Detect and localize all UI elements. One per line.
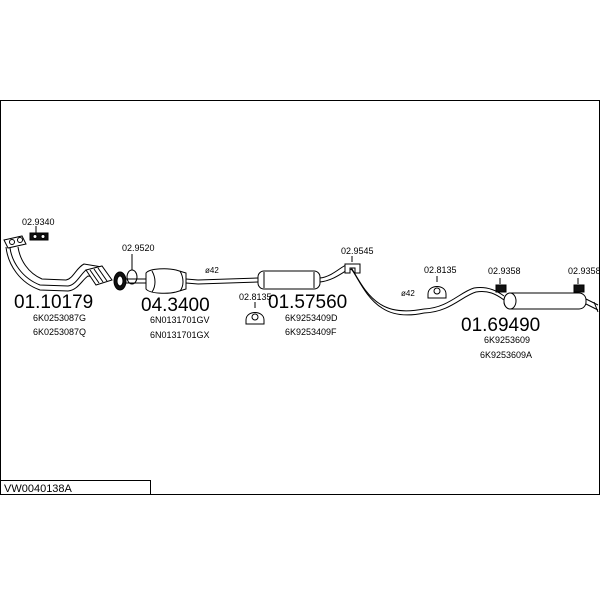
id-box	[0, 480, 151, 495]
diameter-label-1: ø42	[205, 266, 219, 275]
fitting-code-label: 02.8135	[239, 292, 272, 302]
part-ref: 6N0131701GX	[150, 330, 210, 340]
fitting-02-9358-a	[495, 278, 507, 293]
id-label: VW0040138A	[4, 483, 73, 495]
fitting-02-8135-b	[427, 276, 447, 299]
part-ref: 6K0253087G	[33, 313, 86, 323]
part-number: 04.3400	[141, 295, 210, 316]
fitting-code-label: 02.9545	[341, 246, 374, 256]
front-pipe-part	[3, 235, 113, 292]
part-ref: 6N0131701GV	[150, 315, 210, 325]
fitting-code-label: 02.9340	[22, 217, 55, 227]
rear-silencer-part	[423, 287, 599, 314]
diameter-label-2: ø42	[401, 289, 415, 298]
part-number: 01.10179	[14, 292, 93, 313]
part-ref: 6K0253087Q	[33, 327, 86, 337]
fitting-code-label: 02.9520	[122, 243, 155, 253]
part-ref: 6K9253609A	[480, 350, 532, 360]
part-ref: 6K9253409D	[285, 313, 338, 323]
fitting-code-label: 02.8135	[424, 265, 457, 275]
fitting-code-label: 02.9358	[488, 266, 521, 276]
fitting-02-9520	[113, 254, 138, 291]
fitting-02-9358-b	[573, 278, 585, 293]
part-ref: 6K9253609	[484, 335, 530, 345]
middle-silencer-part	[257, 264, 425, 316]
part-ref: 6K9253409F	[285, 327, 337, 337]
part-number: 01.69490	[461, 315, 540, 336]
part-number: 01.57560	[268, 292, 347, 313]
catalytic-converter-part	[126, 268, 259, 294]
fitting-02-9340	[29, 226, 49, 241]
fitting-02-8135-a	[245, 302, 265, 325]
fitting-02-9545	[344, 256, 361, 274]
fitting-code-label: 02.9358	[568, 266, 600, 276]
